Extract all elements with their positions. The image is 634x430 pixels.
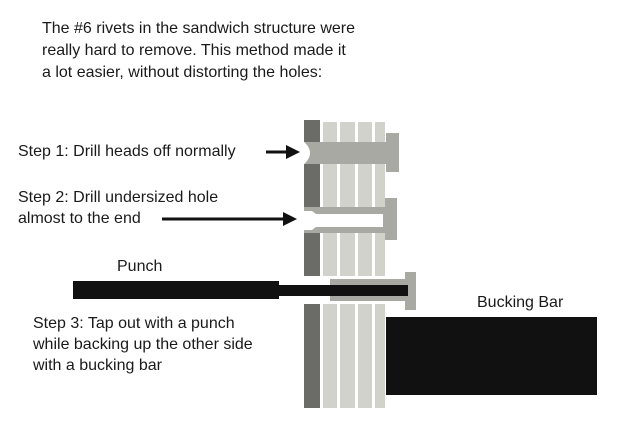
sandwich-layer (323, 122, 337, 408)
rivet-step2 (302, 198, 397, 240)
arrow-right-icon (266, 145, 300, 159)
step2-label: almost to the end (18, 210, 141, 227)
rivet-step1 (302, 133, 399, 172)
bucking-bar-label: Bucking Bar (477, 294, 564, 311)
intro-text-line: The #6 rivets in the sandwich structure … (42, 20, 356, 37)
punch (73, 281, 408, 299)
sandwich-layer (358, 122, 372, 408)
sandwich-layer (375, 122, 385, 408)
arrow-right-icon (162, 212, 297, 226)
step3-label: while backing up the other side (33, 336, 253, 353)
intro-text-line: a lot easier, without distorting the hol… (42, 64, 323, 81)
sandwich-layer (340, 122, 355, 408)
intro-text-line: really hard to remove. This method made … (42, 42, 346, 59)
bucking-bar (386, 317, 597, 395)
step2-label: Step 2: Drill undersized hole (18, 189, 219, 206)
punch-label: Punch (117, 258, 163, 275)
step3-label: Step 3: Tap out with a punch (33, 315, 235, 332)
step3-label: with a bucking bar (33, 357, 162, 374)
dark-skin-layer (304, 120, 320, 408)
step1-label: Step 1: Drill heads off normally (18, 143, 236, 160)
